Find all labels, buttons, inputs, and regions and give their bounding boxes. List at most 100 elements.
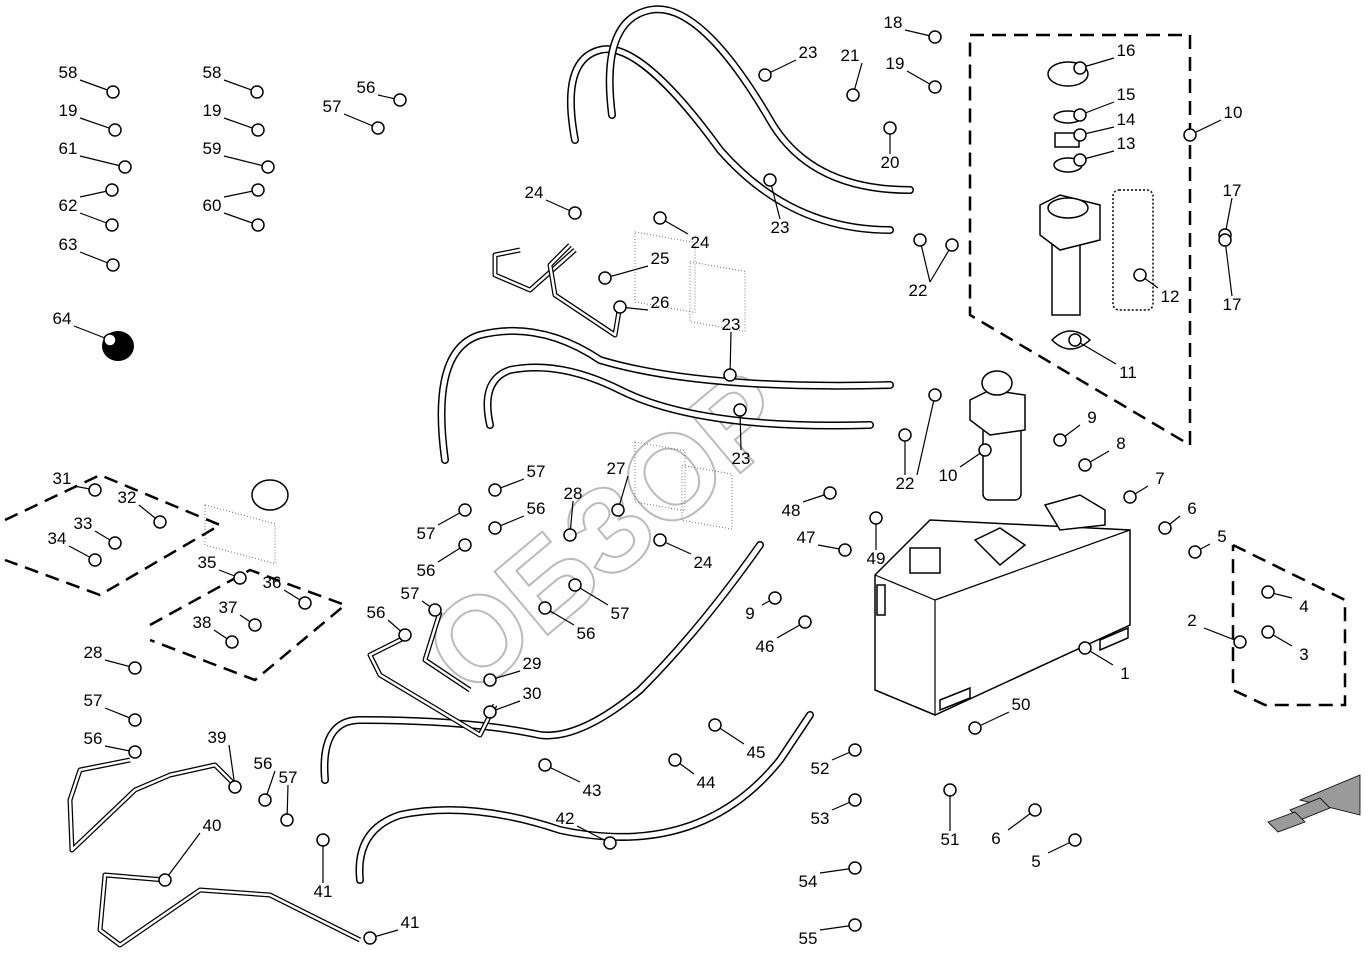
callout-41[interactable]: 41 [314, 882, 333, 901]
callout-62[interactable]: 62 [59, 196, 78, 215]
callout-4[interactable]: 4 [1299, 597, 1308, 616]
callout-9[interactable]: 9 [1087, 408, 1096, 427]
callout-56[interactable]: 56 [254, 754, 273, 773]
callout-40[interactable]: 40 [203, 816, 222, 835]
part-fitting [838, 543, 852, 557]
callout-10[interactable]: 10 [1224, 103, 1243, 122]
callout-60[interactable]: 60 [203, 196, 222, 215]
callout-11[interactable]: 11 [1119, 363, 1137, 382]
callout-19[interactable]: 19 [203, 101, 222, 120]
callout-31[interactable]: 31 [53, 469, 72, 488]
callout-23[interactable]: 23 [732, 449, 751, 468]
callout-34[interactable]: 34 [48, 529, 67, 548]
callout-63[interactable]: 63 [59, 235, 78, 254]
callout-5[interactable]: 5 [1031, 852, 1040, 871]
callout-43[interactable]: 43 [583, 781, 602, 800]
callout-1[interactable]: 1 [1120, 664, 1129, 683]
callout-18[interactable]: 18 [884, 13, 903, 32]
callout-49[interactable]: 49 [867, 549, 886, 568]
part-fitting [1073, 61, 1087, 75]
pipe-5 [67, 757, 242, 853]
callout-61[interactable]: 61 [59, 139, 78, 158]
callout-25[interactable]: 25 [651, 249, 670, 268]
callout-37[interactable]: 37 [219, 598, 238, 617]
callout-19[interactable]: 19 [59, 101, 78, 120]
callout-45[interactable]: 45 [747, 743, 766, 762]
callout-42[interactable]: 42 [556, 809, 575, 828]
callout-24[interactable]: 24 [694, 553, 713, 572]
part-fitting [968, 721, 982, 735]
callout-33[interactable]: 33 [74, 514, 93, 533]
callout-48[interactable]: 48 [782, 501, 801, 520]
callout-24[interactable]: 24 [691, 233, 710, 252]
callout-28[interactable]: 28 [564, 484, 583, 503]
callout-46[interactable]: 46 [756, 637, 775, 656]
callout-21[interactable]: 21 [841, 46, 860, 65]
callout-5[interactable]: 5 [1217, 527, 1226, 546]
part-fitting [568, 206, 582, 220]
part-fitting [105, 183, 119, 197]
callout-57[interactable]: 57 [279, 768, 298, 787]
callout-57[interactable]: 57 [323, 97, 342, 116]
callout-23[interactable]: 23 [771, 218, 790, 237]
callout-38[interactable]: 38 [193, 613, 212, 632]
callout-28[interactable]: 28 [84, 643, 103, 662]
callout-23[interactable]: 23 [722, 315, 741, 334]
callout-24[interactable]: 24 [525, 183, 544, 202]
callout-23[interactable]: 23 [799, 43, 818, 62]
callout-55[interactable]: 55 [799, 929, 818, 948]
callout-32[interactable]: 32 [118, 488, 137, 507]
callout-27[interactable]: 27 [607, 459, 626, 478]
callout-22[interactable]: 22 [909, 281, 928, 300]
part-fitting [106, 258, 120, 272]
callout-10[interactable]: 10 [939, 466, 958, 485]
callout-56[interactable]: 56 [84, 729, 103, 748]
callout-53[interactable]: 53 [811, 809, 830, 828]
callout-7[interactable]: 7 [1155, 469, 1164, 488]
callout-3[interactable]: 3 [1299, 645, 1308, 664]
callout-50[interactable]: 50 [1012, 695, 1031, 714]
callout-14[interactable]: 14 [1117, 110, 1136, 129]
callout-22[interactable]: 22 [896, 474, 915, 493]
callout-12[interactable]: 12 [1161, 287, 1180, 306]
callout-59[interactable]: 59 [203, 139, 222, 158]
callout-41[interactable]: 41 [401, 913, 420, 932]
callout-17[interactable]: 17 [1223, 295, 1242, 314]
callout-56[interactable]: 56 [577, 624, 596, 643]
callout-20[interactable]: 20 [881, 153, 900, 172]
callout-6[interactable]: 6 [991, 829, 1000, 848]
callout-51[interactable]: 51 [941, 830, 960, 849]
callout-44[interactable]: 44 [697, 773, 716, 792]
callout-56[interactable]: 56 [357, 78, 376, 97]
callout-36[interactable]: 36 [263, 573, 282, 592]
callout-64[interactable]: 64 [53, 309, 72, 328]
callout-57[interactable]: 57 [527, 462, 546, 481]
callout-15[interactable]: 15 [1117, 85, 1136, 104]
callout-13[interactable]: 13 [1117, 134, 1136, 153]
callout-54[interactable]: 54 [799, 872, 818, 891]
callout-2[interactable]: 2 [1187, 611, 1196, 630]
callout-17[interactable]: 17 [1223, 181, 1242, 200]
callout-57[interactable]: 57 [611, 604, 630, 623]
callout-19[interactable]: 19 [886, 54, 905, 73]
callout-39[interactable]: 39 [208, 728, 227, 747]
callout-29[interactable]: 29 [523, 654, 542, 673]
part-fitting [88, 483, 102, 497]
callout-57[interactable]: 57 [417, 524, 436, 543]
callout-57[interactable]: 57 [401, 584, 420, 603]
callout-26[interactable]: 26 [651, 293, 670, 312]
callout-56[interactable]: 56 [527, 499, 546, 518]
callout-35[interactable]: 35 [198, 553, 217, 572]
callout-8[interactable]: 8 [1116, 434, 1125, 453]
callout-9[interactable]: 9 [745, 604, 754, 623]
callout-52[interactable]: 52 [811, 759, 830, 778]
callout-6[interactable]: 6 [1187, 499, 1196, 518]
callout-56[interactable]: 56 [367, 603, 386, 622]
callout-30[interactable]: 30 [523, 684, 542, 703]
callout-56[interactable]: 56 [417, 561, 436, 580]
callout-58[interactable]: 58 [203, 63, 222, 82]
callout-47[interactable]: 47 [797, 528, 816, 547]
callout-58[interactable]: 58 [59, 63, 78, 82]
callout-16[interactable]: 16 [1117, 41, 1136, 60]
callout-57[interactable]: 57 [84, 691, 103, 710]
